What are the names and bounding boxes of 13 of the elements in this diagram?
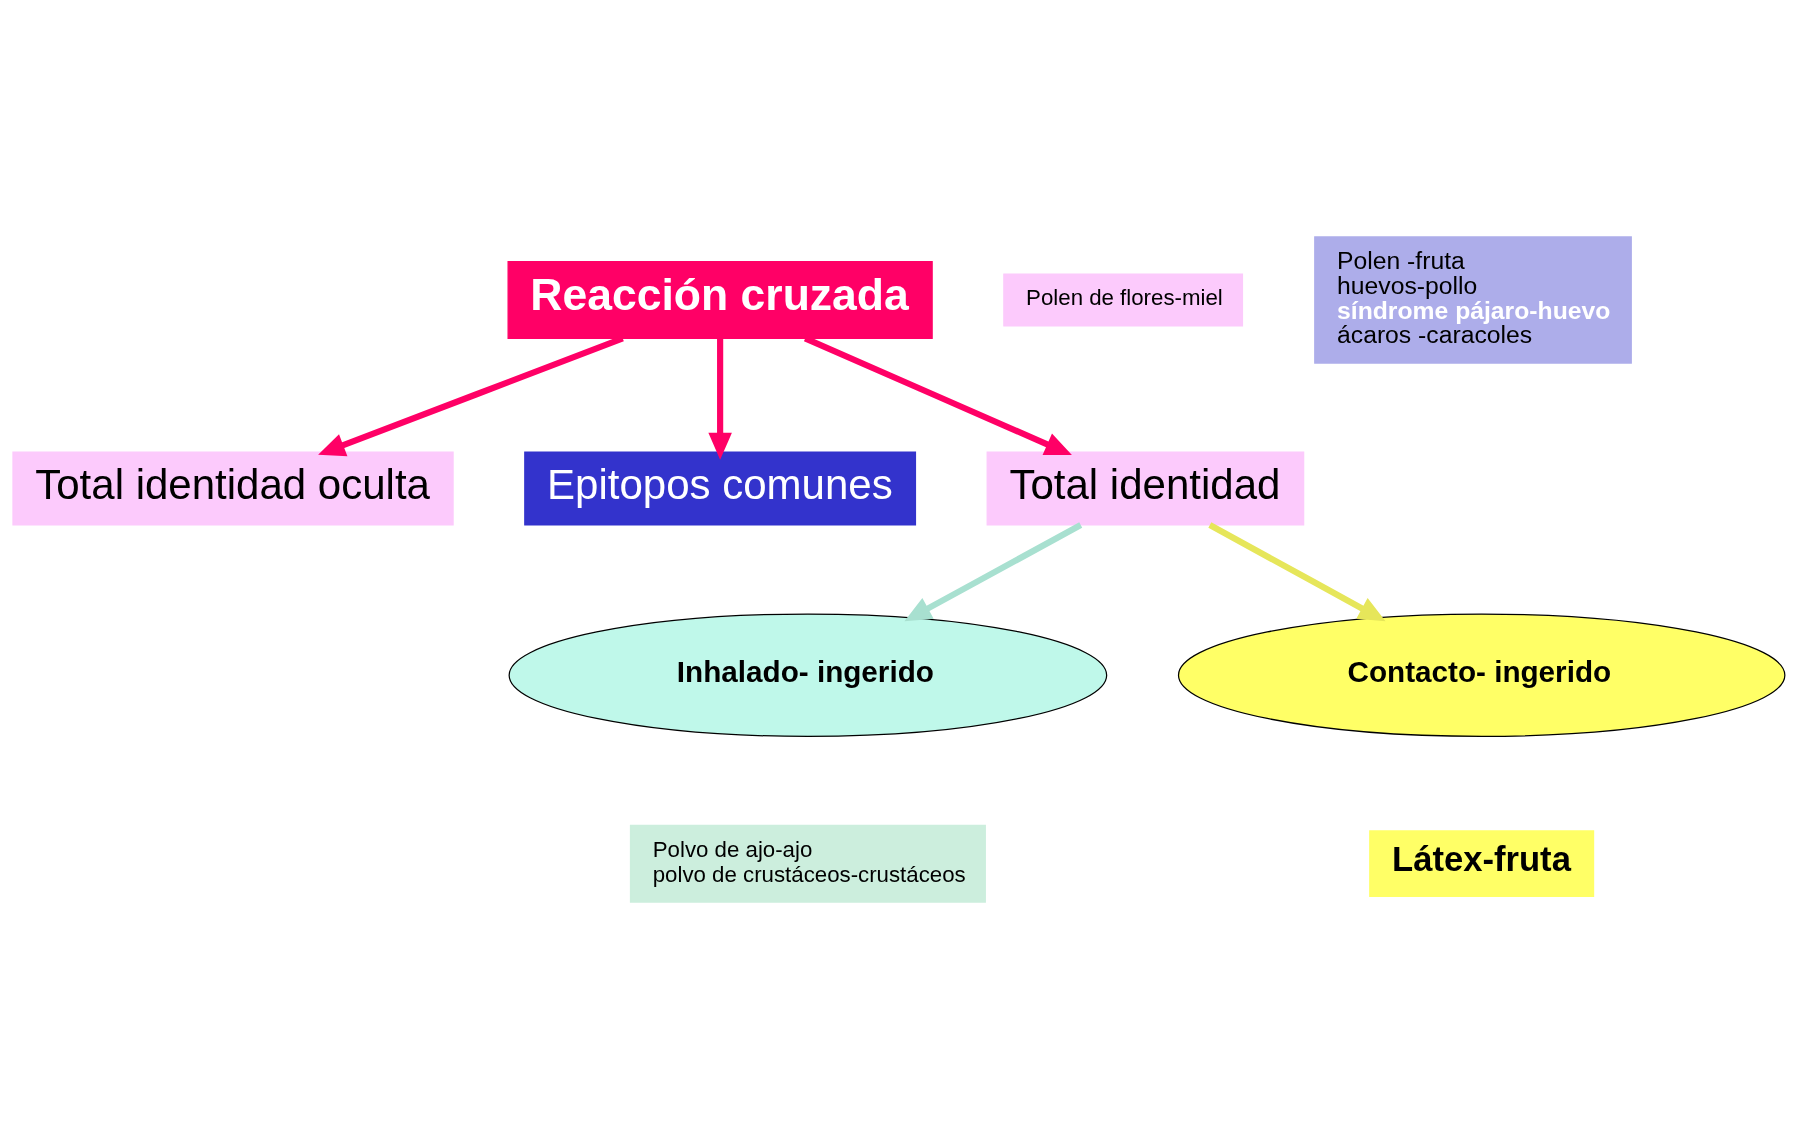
node-ellipse: Inhalado- ingerido (508, 613, 1108, 737)
arrow (904, 522, 1083, 622)
node-box: Reacción cruzada (507, 261, 933, 339)
node-ellipse: Contacto- ingerido (1177, 613, 1786, 737)
node-box: Total identidad oculta (12, 451, 454, 526)
node-box: Polen -fruta huevos-pollo síndrome pájaro-huevo ácaros -caracoles (1314, 236, 1632, 364)
node-box: Total identidad (986, 451, 1305, 526)
node-box: Epitopos comunes (524, 451, 917, 526)
node-box: Polen de flores-miel (1003, 273, 1244, 327)
node-box: Polvo de ajo-ajo polvo de crustáceos-crustáceos (629, 824, 986, 903)
arrow (708, 338, 732, 460)
arrow (1208, 522, 1386, 622)
node-box: Látex-fruta (1369, 830, 1595, 898)
